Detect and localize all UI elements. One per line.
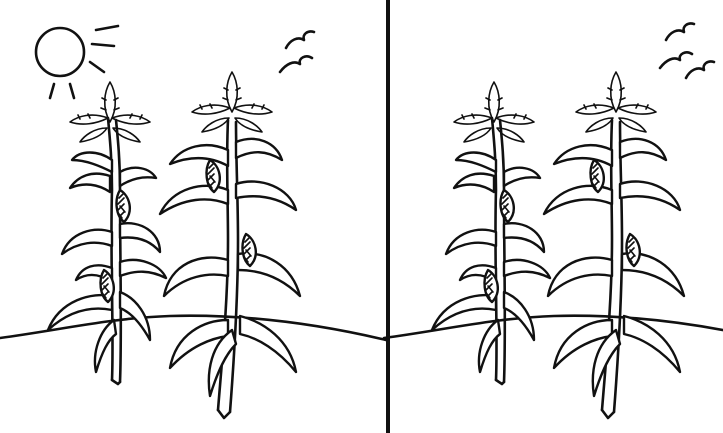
left-panel	[0, 24, 386, 418]
sun-icon	[34, 24, 120, 100]
birds-icon	[278, 30, 316, 74]
right-panel	[384, 22, 723, 418]
birds-icon	[658, 22, 716, 80]
